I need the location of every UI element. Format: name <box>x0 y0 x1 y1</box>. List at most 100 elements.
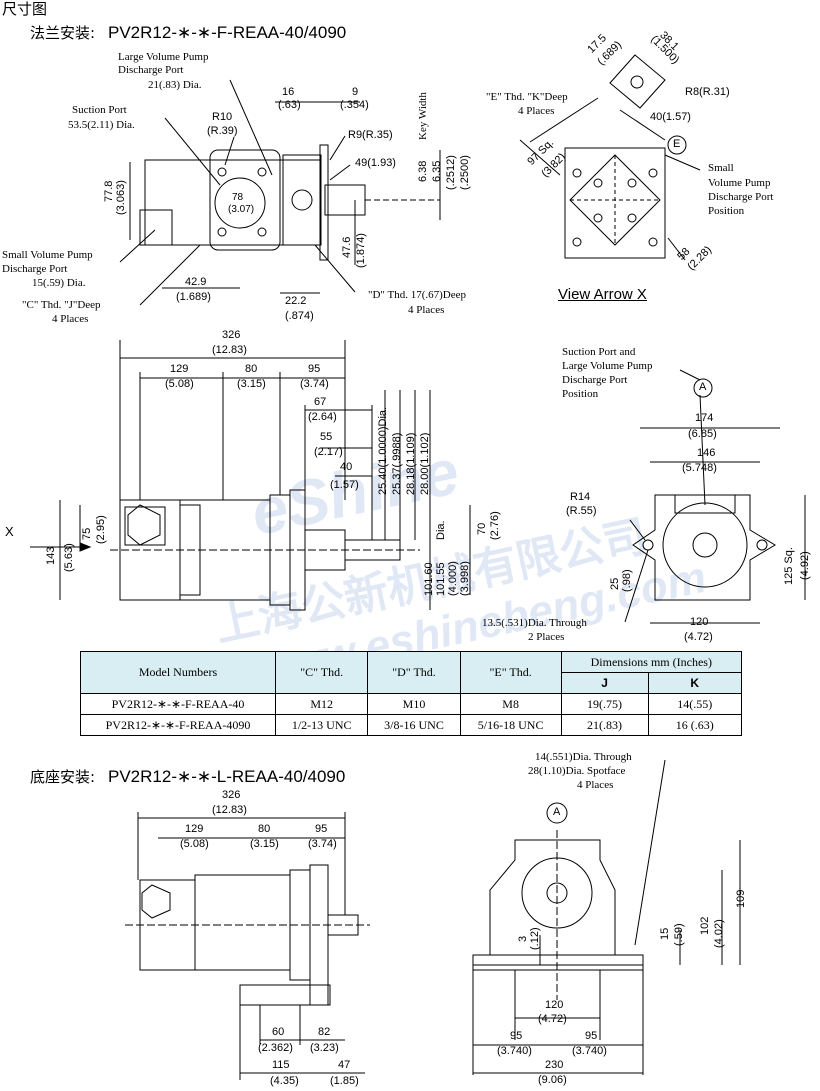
side-dim-217: (2.17) <box>314 446 343 458</box>
base-dim-315: (3.15) <box>250 838 279 850</box>
d-thread-line1: "D" Thd. 17(.67)Deep <box>368 289 466 301</box>
dim-63: (.63) <box>278 99 301 111</box>
cell-model: PV2R12-∗-∗-F-REAA-40 <box>80 693 276 715</box>
side-dim-508: (5.08) <box>165 378 194 390</box>
front-dim-5748: (5.748) <box>682 462 717 474</box>
front-dim-472: (4.72) <box>684 631 713 643</box>
flange-model-number: PV2R12-∗-∗-F-REAA-40/4090 <box>108 23 347 42</box>
through-hole-line1: 13.5(.531)Dia. Through <box>482 617 587 629</box>
side-dim-70: 70 <box>476 522 488 535</box>
suction-port-line2: 53.5(2.11) Dia. <box>68 119 135 131</box>
base-through-line3: 4 Places <box>577 779 614 791</box>
dim-1689: (1.689) <box>176 291 211 303</box>
base-dim-129: 129 <box>185 823 204 835</box>
base-front-dim-102: 102 <box>699 916 711 935</box>
dim-78: 78 <box>232 192 244 203</box>
small-pump-discharge-line1: Small Volume Pump <box>2 249 93 261</box>
base-model-number: PV2R12-∗-∗-L-REAA-40/4090 <box>108 767 346 786</box>
side-dim-40: 40 <box>340 461 353 473</box>
base-dim-2362: (2.362) <box>258 1042 293 1054</box>
e-marker: E <box>673 138 681 150</box>
dim-638: 6.38 <box>417 160 429 182</box>
base-front-dim-15: 15 <box>659 927 671 940</box>
large-pump-discharge-line1: Large Volume Pump <box>118 51 209 63</box>
base-front-body <box>489 839 616 956</box>
base-dim-323: (3.23) <box>310 1042 339 1054</box>
side-dim-129: 129 <box>170 363 189 375</box>
base-dim-80: 80 <box>258 823 271 835</box>
top-view-small-port-block <box>139 209 173 246</box>
through-hole-line2: 2 Places <box>528 631 565 643</box>
base-front-dim-3: 3 <box>517 935 529 942</box>
small-pump-discharge-line3: 15(.59) Dia. <box>32 277 86 289</box>
cell-j: 21(.83) <box>560 714 649 736</box>
small-pump-pos-line4: Position <box>708 205 745 217</box>
base-dim-95: 95 <box>315 823 328 835</box>
side-dim-157: (1.57) <box>330 479 359 491</box>
side-dim-326: 326 <box>222 329 241 341</box>
side-dim-143: 143 <box>45 546 57 565</box>
cell-j: 19(.75) <box>560 693 649 715</box>
base-front-dim-95a: 95 <box>510 1030 523 1042</box>
base-front-dim-472: (4.72) <box>538 1013 567 1025</box>
dim-222: 22.2 <box>285 295 307 307</box>
cell-c: 1/2-13 UNC <box>274 714 369 736</box>
base-view-bracket <box>309 864 329 1006</box>
dim-2512: (.2512) <box>445 155 457 190</box>
base-front-dim-402: (4.02) <box>713 919 725 948</box>
th-k: K <box>647 672 742 694</box>
th-dimensions: Dimensions mm (Inches) <box>560 651 743 673</box>
base-front-dim-906: (9.06) <box>538 1074 567 1086</box>
side-dim-80: 80 <box>245 363 258 375</box>
side-dim-315: (3.15) <box>237 378 266 390</box>
cell-d: 3/8-16 UNC <box>367 714 461 736</box>
a-marker-top: A <box>699 381 707 393</box>
front-dim-120: 120 <box>690 616 709 628</box>
shaft-dia-4: 28.00(1.102) <box>419 432 431 495</box>
th-j: J <box>560 672 649 694</box>
top-view-mount-flange <box>282 154 322 246</box>
shaft-dia-1: 25.40(1.0000)Dia. <box>377 406 389 495</box>
pilot-dia-2: 101.55 <box>435 562 447 596</box>
dim-r9: R9(R.35) <box>348 129 393 141</box>
th-d-thread: "D" Thd. <box>367 651 461 694</box>
dim-1874: (1.874) <box>355 233 367 268</box>
e-thread-line1: "E" Thd. "K"Deep <box>486 91 568 103</box>
suction-port-line1: Suction Port <box>72 104 127 116</box>
front-dim-98: (.98) <box>621 569 633 592</box>
base-dim-82: 82 <box>318 1026 331 1038</box>
dim-r8: R8(R.31) <box>685 86 730 98</box>
pilot-dia-4: (3.998) <box>459 561 471 596</box>
front-dim-146: 146 <box>697 447 716 459</box>
base-dim-115: 115 <box>272 1059 290 1071</box>
flange-mount-label: 法兰安装: <box>30 24 96 42</box>
dim-r10: R10 <box>212 111 233 123</box>
e-marker-circle <box>667 135 687 155</box>
section-title: 尺寸图 <box>2 0 48 18</box>
suction-large-line3: Discharge Port <box>562 374 628 386</box>
table-row: PV2R12-∗-∗-F-REAA-4090 1/2-13 UNC 3/8-16… <box>80 714 742 736</box>
side-dim-95: 95 <box>308 363 321 375</box>
side-dim-75: 75 <box>81 527 93 540</box>
base-dim-185: (1.85) <box>330 1075 359 1087</box>
small-pump-discharge-line2: Discharge Port <box>2 263 68 275</box>
front-dim-174: 174 <box>695 412 714 424</box>
table-row: PV2R12-∗-∗-F-REAA-40 M12 M10 M8 19(.75) … <box>80 693 742 715</box>
cell-c: M12 <box>274 693 369 715</box>
a-marker-circle-base <box>546 802 568 824</box>
pilot-dia-3: (4.000) <box>447 561 459 596</box>
th-model: Model Numbers <box>80 651 276 694</box>
suction-large-line1: Suction Port and <box>562 346 636 358</box>
front-view-bore <box>662 502 748 588</box>
base-view-body <box>194 874 291 971</box>
side-dim-276: (2.76) <box>489 511 501 540</box>
e-thread-line2: 4 Places <box>518 105 555 117</box>
dim-16: 16 <box>282 86 295 98</box>
large-pump-discharge-line3: 21(.83) Dia. <box>148 79 202 91</box>
dim-3063: (3.063) <box>115 180 127 215</box>
front-view-body <box>632 494 776 601</box>
dim-2500: (.2500) <box>459 155 471 190</box>
large-pump-discharge-line2: Discharge Port <box>118 64 184 76</box>
cell-k: 16 (.63) <box>647 714 742 736</box>
cell-e: M8 <box>459 693 562 715</box>
